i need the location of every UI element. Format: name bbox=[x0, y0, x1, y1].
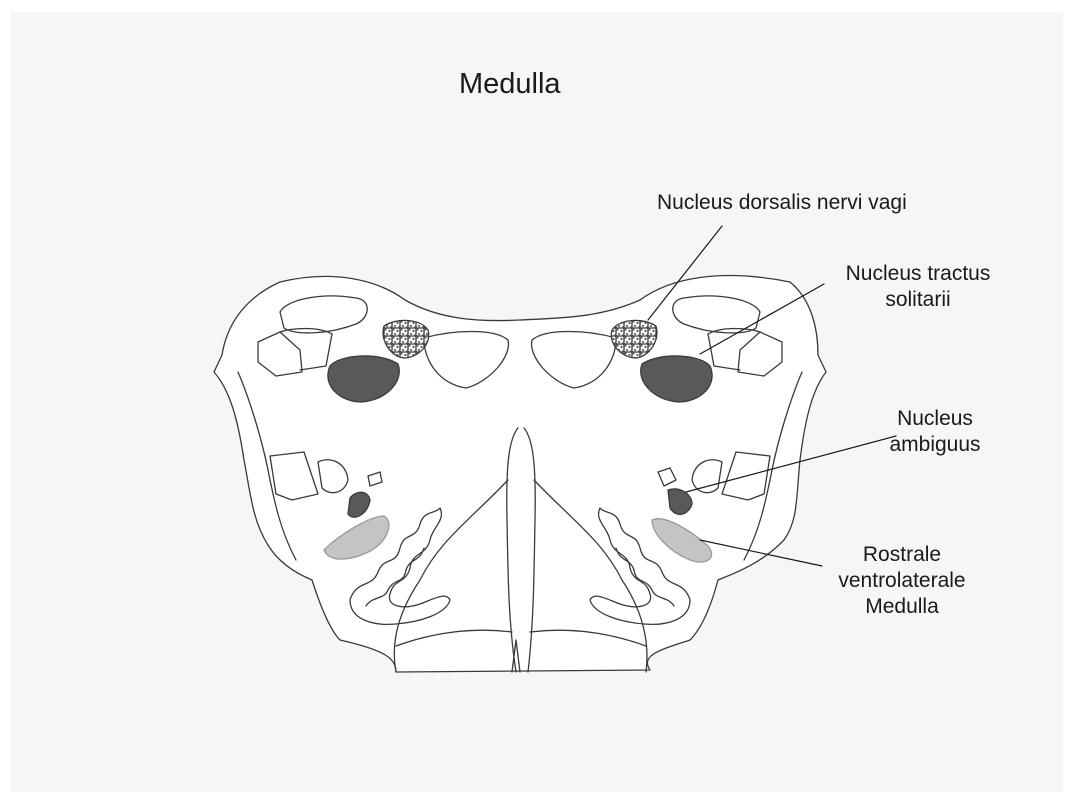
label-line: Rostrale bbox=[827, 542, 977, 568]
label-dorsal-vagal-nucleus: Nucleus dorsalis nervi vagi bbox=[657, 190, 907, 216]
label-line: Nucleus bbox=[880, 406, 990, 432]
label-solitary-nucleus: Nucleus tractus solitarii bbox=[833, 261, 1003, 313]
label-line: ventrolaterale bbox=[827, 568, 977, 594]
label-line: solitarii bbox=[833, 287, 1003, 313]
label-line: Medulla bbox=[827, 594, 977, 620]
diagram-title: Medulla bbox=[459, 68, 561, 101]
label-line: Nucleus tractus bbox=[833, 261, 1003, 287]
label-line: Nucleus dorsalis nervi vagi bbox=[657, 190, 907, 216]
label-rvlm: Rostrale ventrolaterale Medulla bbox=[827, 542, 977, 620]
label-nucleus-ambiguus: Nucleus ambiguus bbox=[880, 406, 990, 458]
label-line: ambiguus bbox=[880, 432, 990, 458]
